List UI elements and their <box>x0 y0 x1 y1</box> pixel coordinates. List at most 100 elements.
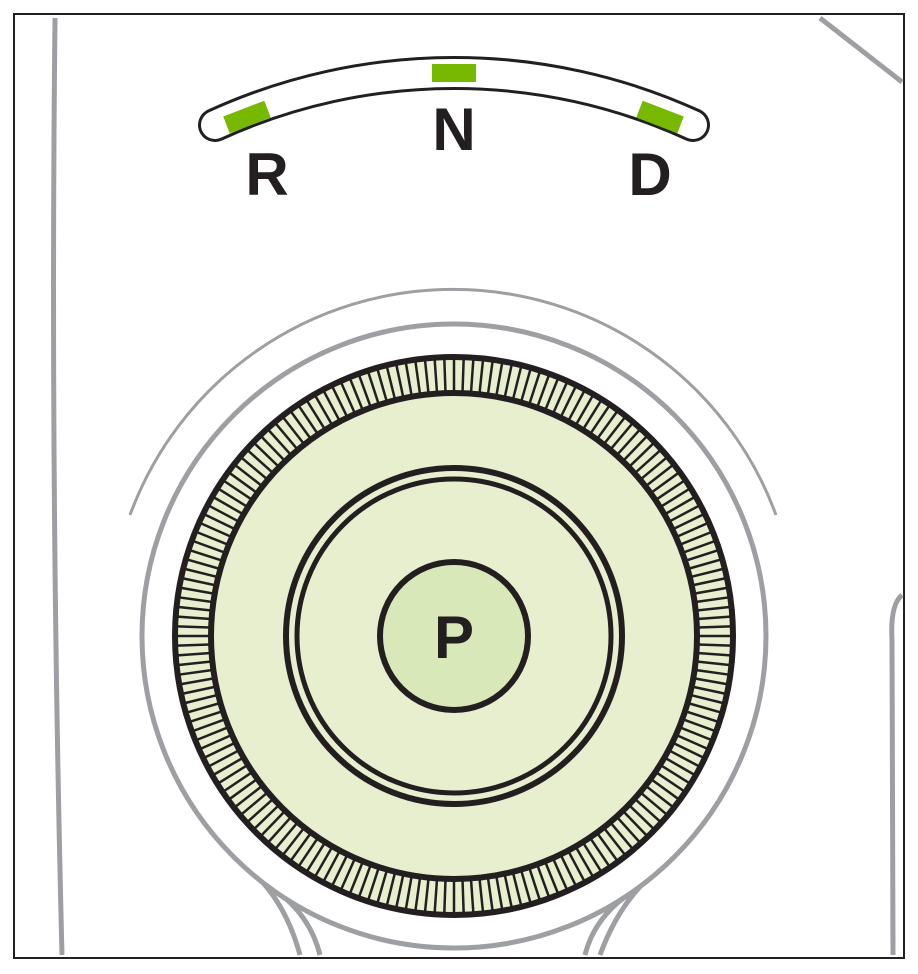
knurl-tick <box>200 734 232 750</box>
knurl-tick <box>469 359 475 393</box>
knurl-tick <box>218 488 248 508</box>
knurl-tick <box>223 480 253 501</box>
knurl-tick <box>433 359 439 393</box>
knurl-tick <box>628 804 655 830</box>
knurl-tick <box>349 378 364 411</box>
knurl-tick <box>544 861 559 894</box>
knurl-tick <box>322 390 341 422</box>
knurl-tick <box>694 677 728 686</box>
knurl-tick <box>179 596 213 604</box>
knurl-tick <box>664 756 695 776</box>
inner-ring-inner <box>294 476 614 796</box>
knurl-tick <box>574 395 594 426</box>
knurl-tick <box>697 625 731 629</box>
knurl-tick <box>552 382 568 414</box>
knurl-tick <box>282 827 305 856</box>
housing-top-right-edge <box>818 16 904 84</box>
knurl-tick <box>204 513 236 531</box>
drive-label: D <box>628 141 671 208</box>
knurl-tick <box>298 837 319 867</box>
knurl-tick <box>184 693 218 705</box>
knurl-tick <box>655 771 685 792</box>
knurl-tick <box>697 615 731 621</box>
knurl-tick <box>241 791 268 816</box>
rotary-knob[interactable]: P <box>172 354 736 918</box>
knurl-tick <box>213 496 244 516</box>
knurl-tick <box>690 693 724 705</box>
knurl-tick <box>260 435 286 462</box>
knurled-edge <box>177 359 731 913</box>
knurl-tick <box>696 605 730 612</box>
knurl-tick <box>511 366 523 400</box>
knurl-tick <box>536 375 550 408</box>
knurl-tick <box>695 668 729 676</box>
knurl-tick <box>640 791 667 816</box>
knurl-tick <box>596 832 618 861</box>
knurl-tick <box>349 861 364 894</box>
knurl-tick <box>190 710 223 723</box>
knurl-tick <box>298 405 319 435</box>
knurl-tick <box>694 586 728 595</box>
knurl-tick <box>340 382 356 414</box>
knurl-tick <box>282 416 305 445</box>
knurl-tick <box>253 804 280 830</box>
park-label: P <box>434 604 474 671</box>
knurl-tick <box>660 764 690 784</box>
knurl-tick <box>229 472 258 494</box>
knurl-tick <box>596 411 618 440</box>
knurl-tick <box>204 741 236 759</box>
knurl-tick <box>645 785 674 808</box>
knurl-tick <box>582 842 602 872</box>
neutral-indicator-light <box>432 64 476 82</box>
knurl-tick <box>503 874 513 908</box>
knurl-tick <box>616 429 641 456</box>
knurl-tick <box>609 423 634 450</box>
knurl-tick <box>609 822 634 849</box>
gear-indicator-track <box>198 56 710 142</box>
inner-ring-outer <box>283 465 625 807</box>
knurl-tick <box>650 778 679 800</box>
knurl-tick <box>395 364 405 398</box>
knurl-tick <box>685 710 718 723</box>
knurl-tick <box>668 749 700 768</box>
reverse-label: R <box>245 141 288 208</box>
knurl-tick <box>395 874 405 908</box>
knurl-tick <box>200 522 232 538</box>
knurl-tick <box>331 386 349 418</box>
knurl-tick <box>692 577 726 587</box>
knurl-tick <box>582 400 602 430</box>
knurl-tick <box>443 879 447 913</box>
knurl-tick <box>503 364 513 398</box>
knurl-tick <box>404 876 413 910</box>
park-button[interactable] <box>377 559 531 713</box>
knurl-tick <box>552 858 568 890</box>
knurl-tick <box>469 879 475 913</box>
knurl-tick <box>290 832 312 861</box>
knurl-tick <box>685 549 718 562</box>
knurl-tick <box>603 827 626 856</box>
knurl-tick <box>589 837 610 867</box>
knurl-tick <box>184 567 218 579</box>
knurl-tick <box>650 472 679 494</box>
knurl-tick <box>376 870 388 903</box>
knurl-tick <box>376 369 388 402</box>
knurl-tick <box>182 685 216 695</box>
knurl-tick <box>241 456 268 481</box>
knurl-tick <box>697 643 731 647</box>
knurl-tick <box>177 651 211 657</box>
knurl-tick <box>574 846 594 877</box>
knurl-tick <box>193 718 226 732</box>
knurl-tick <box>622 810 648 837</box>
knurl-tick <box>177 615 211 621</box>
knurl-tick <box>218 764 248 784</box>
knurl-tick <box>628 442 655 468</box>
knurl-tick <box>528 867 541 900</box>
knurl-tick <box>668 504 700 523</box>
knurl-tick <box>697 651 731 657</box>
knurl-tick <box>433 879 439 913</box>
knurl-tick <box>367 867 380 900</box>
knurl-tick <box>423 360 430 394</box>
knurl-tick <box>253 442 280 468</box>
knurl-tick <box>178 605 212 612</box>
knurl-tick <box>645 464 674 487</box>
